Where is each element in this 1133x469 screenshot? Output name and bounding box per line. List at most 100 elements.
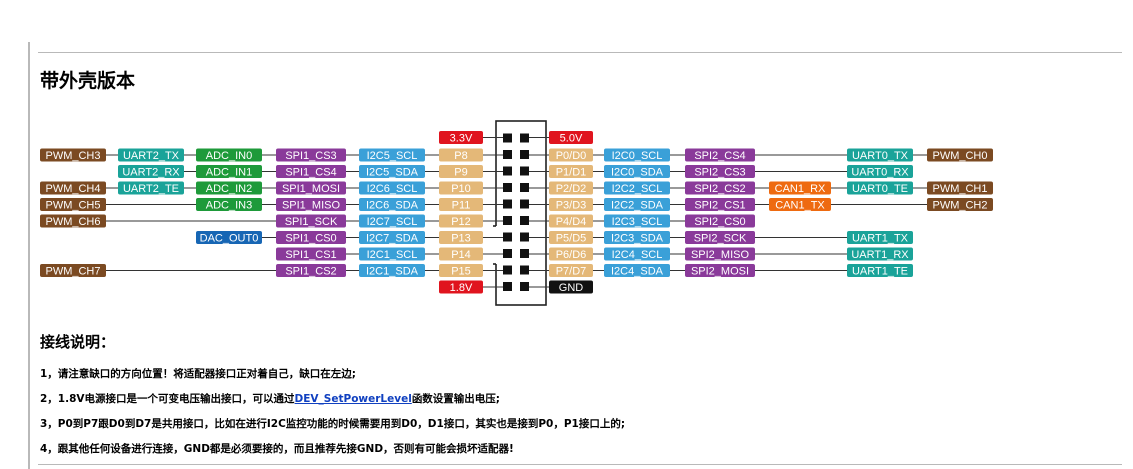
tag-dac_out0-label: DAC_OUT0	[200, 233, 259, 245]
pin-P11-label: P11	[452, 200, 471, 212]
tag-spi1_cs3-box	[276, 148, 346, 162]
tag-adc_in3-box	[196, 198, 262, 211]
tag-uart1_rx: UART1_RX	[847, 247, 913, 261]
tag-i2c0_scl: I2C0_SCL	[604, 148, 670, 162]
tag-i2c3_sda: I2C3_SDA	[604, 231, 670, 245]
tag-spi1_cs2-label: SPI1_CS2	[285, 266, 336, 278]
gnd-pin: GND	[549, 280, 593, 294]
tag-uart1_rx-box	[847, 247, 913, 261]
tag-can1_rx-label: CAN1_RX	[775, 183, 826, 195]
connector-pin	[520, 199, 529, 209]
connector-pin	[503, 216, 512, 225]
tag-uart0_rx: UART0_RX	[847, 165, 913, 179]
tag-uart0_tx-box	[847, 148, 913, 162]
tag-pwm_ch2-label: PWM_CH2	[932, 200, 987, 212]
tag-pwm_ch6-box	[40, 214, 106, 228]
tag-spi1_cs0-label: SPI1_CS0	[285, 233, 336, 245]
tag-i2c4_sda-box	[604, 264, 670, 277]
tag-adc_in3-label: ADC_IN3	[206, 200, 252, 212]
tag-uart0_rx-label: UART0_RX	[851, 167, 909, 179]
tag-spi1_sck: SPI1_SCK	[276, 214, 346, 228]
tag-spi1_cs4-box	[276, 165, 346, 178]
tag-i2c5_sda: I2C5_SDA	[359, 165, 425, 179]
left-border	[28, 42, 30, 469]
pin-P11: P11	[439, 198, 483, 212]
tag-spi1_mosi-label: SPI1_MOSI	[282, 183, 340, 195]
tag-uart1_rx-label: UART1_RX	[851, 249, 909, 261]
tag-spi2_miso-box	[685, 247, 755, 261]
tag-spi1_miso-label: SPI1_MISO	[282, 200, 341, 212]
connector-pin	[503, 150, 512, 159]
tag-uart0_tx-label: UART0_TX	[852, 150, 909, 162]
tag-spi2_cs2-box	[685, 181, 755, 195]
tag-spi1_cs0: SPI1_CS0	[276, 231, 346, 245]
tag-i2c4_scl: I2C4_SCL	[604, 247, 670, 261]
pin-p2-d2-label: P2/D2	[556, 183, 587, 195]
tag-pwm_ch3-label: PWM_CH3	[45, 150, 100, 162]
connector-pin	[520, 150, 529, 159]
gnd-pin-label: GND	[559, 282, 584, 294]
note-1: 1，请注意缺口的方向位置！将适配器接口正对着自己，缺口在左边;	[40, 368, 357, 380]
tag-adc_in2-label: ADC_IN2	[206, 183, 252, 195]
tag-pwm_ch4: PWM_CH4	[40, 181, 106, 195]
tag-spi2_cs3-box	[685, 165, 755, 178]
tag-i2c1_sda-box	[359, 264, 425, 277]
tag-uart2_rx-box	[118, 165, 184, 178]
tag-spi1_cs1: SPI1_CS1	[276, 247, 346, 261]
pin-P11-box	[439, 198, 483, 211]
tag-uart2_tx-label: UART2_TX	[123, 150, 180, 162]
tag-spi2_cs2-label: SPI2_CS2	[694, 183, 745, 195]
tag-uart0_te: UART0_TE	[847, 181, 913, 195]
tag-i2c6_scl: I2C6_SCL	[359, 181, 425, 195]
tag-adc_in2-box	[196, 181, 262, 195]
tag-i2c5_sda-label: I2C5_SDA	[366, 167, 419, 179]
pin-P10-label: P10	[451, 183, 471, 195]
pin-P13-box	[439, 231, 483, 244]
connector-pin	[503, 265, 512, 275]
tag-i2c4_scl-box	[604, 247, 670, 261]
connector-pin	[520, 265, 529, 275]
tag-uart2_rx: UART2_RX	[118, 165, 184, 179]
tag-i2c6_scl-box	[359, 181, 425, 195]
power-5v0-box	[549, 131, 593, 144]
connector-pin	[503, 282, 512, 291]
tag-i2c1_scl-label: I2C1_SCL	[367, 249, 418, 261]
tag-spi2_sck-label: SPI2_SCK	[694, 233, 747, 245]
tag-spi1_cs2: SPI1_CS2	[276, 264, 346, 278]
pin-p0-d0-label: P0/D0	[556, 150, 587, 162]
tag-uart1_te-box	[847, 264, 913, 277]
tag-spi2_cs0-box	[685, 214, 755, 228]
tag-i2c0_scl-label: I2C0_SCL	[612, 150, 663, 162]
tag-spi1_cs3: SPI1_CS3	[276, 148, 346, 162]
connector-pin	[503, 232, 512, 242]
tag-uart0_te-label: UART0_TE	[852, 183, 908, 195]
power-1v8-label: 1.8V	[450, 282, 473, 294]
note-4: 4，跟其他任何设备进行连接，GND都是必须要接的，而且推荐先接GND，否则有可能…	[40, 443, 514, 455]
tag-uart2_tx-box	[118, 148, 184, 162]
connector-pin	[503, 249, 512, 258]
pin-p4-d4-label: P4/D4	[556, 216, 587, 228]
tag-pwm_ch1-box	[927, 181, 993, 195]
pin-p5-d5-label: P5/D5	[556, 233, 587, 245]
tag-uart2_te: UART2_TE	[118, 181, 184, 195]
tag-can1_rx: CAN1_RX	[769, 181, 831, 195]
tag-pwm_ch4-label: PWM_CH4	[45, 183, 100, 195]
tag-spi1_cs4-label: SPI1_CS4	[285, 167, 336, 179]
tag-pwm_ch0-label: PWM_CH0	[932, 150, 987, 162]
tag-pwm_ch0: PWM_CH0	[927, 148, 993, 162]
set-power-level-link[interactable]: DEV_SetPowerLevel	[294, 393, 412, 405]
tag-spi2_cs3-label: SPI2_CS3	[694, 167, 745, 179]
power-1v8-box	[439, 280, 483, 294]
tag-i2c6_scl-label: I2C6_SCL	[367, 183, 418, 195]
pin-P8: P8	[439, 148, 483, 162]
power-1v8: 1.8V	[439, 280, 483, 294]
top-divider	[38, 52, 1122, 53]
pin-p1-d1-label: P1/D1	[556, 167, 587, 179]
pin-P15-label: P15	[451, 266, 471, 278]
tag-uart0_te-box	[847, 181, 913, 195]
tag-i2c0_sda: I2C0_SDA	[604, 165, 670, 179]
tag-spi1_sck-label: SPI1_SCK	[285, 216, 338, 228]
tag-i2c3_sda-box	[604, 231, 670, 244]
tag-pwm_ch5: PWM_CH5	[40, 198, 106, 212]
tag-pwm_ch6: PWM_CH6	[40, 214, 106, 228]
